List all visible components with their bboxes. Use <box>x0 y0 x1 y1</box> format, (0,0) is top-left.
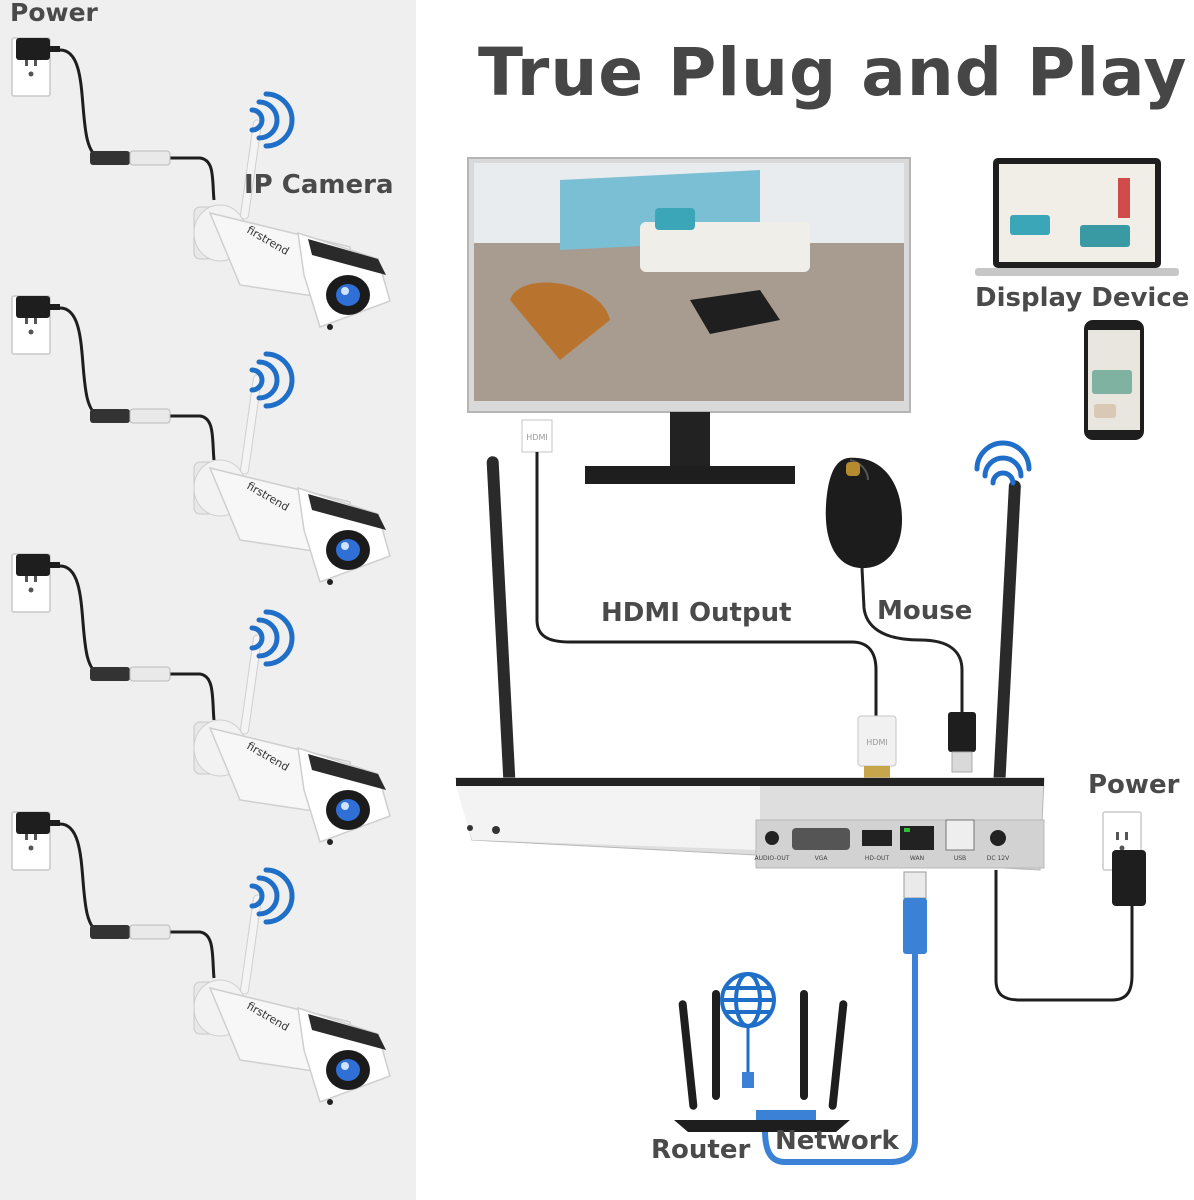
power-adapter-icon <box>16 554 60 576</box>
nvr-port-hd-out <box>862 830 892 846</box>
camera-unit-1 <box>11 37 391 331</box>
port-label: HD-OUT <box>865 855 890 862</box>
router-label: Router <box>651 1135 751 1165</box>
nvr-antenna-right <box>991 480 1021 830</box>
power-cable <box>59 822 216 979</box>
ip-camera-icon <box>193 633 391 846</box>
power-cable <box>59 306 216 461</box>
ip-camera-label: IP Camera <box>244 170 394 200</box>
display-device-label: Display Device <box>975 283 1190 313</box>
ip-camera-icon <box>193 373 391 586</box>
nvr-port-wan <box>900 826 934 850</box>
page-title: True Plug and Play <box>478 34 1188 111</box>
nvr-wifi-signal-icon <box>977 443 1029 483</box>
port-label: USB <box>954 855 966 862</box>
hdmi-cable: HDMI HDMI <box>521 419 897 780</box>
port-label: DC 12V <box>987 855 1010 862</box>
power-cable <box>59 48 216 201</box>
power-label-right: Power <box>1088 770 1180 800</box>
mouse-cable <box>860 567 964 715</box>
power-adapter-icon <box>16 812 60 834</box>
power-cable <box>994 870 1134 1002</box>
power-cable <box>59 564 216 721</box>
camera-unit-4 <box>11 811 391 1106</box>
nvr-power-supply <box>994 811 1146 1002</box>
ip-camera-icon <box>193 118 391 331</box>
nvr-recorder-icon: AUDIO-OUT VGA HD-OUT WAN USB DC 12V <box>455 456 1045 871</box>
network-label: Network <box>775 1126 899 1156</box>
router-icon <box>674 972 850 1132</box>
nvr-antenna-left <box>486 456 518 828</box>
power-adapter-icon <box>1112 850 1146 906</box>
svg-text:HDMI: HDMI <box>526 433 547 442</box>
power-label-top: Power <box>10 0 98 27</box>
nvr-port-vga <box>792 828 850 850</box>
hdmi-output-label: HDMI Output <box>601 598 792 628</box>
svg-text:HDMI: HDMI <box>866 738 887 747</box>
camera-unit-3 <box>11 553 391 846</box>
power-adapter-icon <box>16 296 60 318</box>
port-label: VGA <box>815 855 829 862</box>
power-adapter-icon <box>16 38 60 60</box>
mouse-label: Mouse <box>877 596 973 626</box>
port-label: AUDIO-OUT <box>755 855 790 862</box>
nvr-port-dc <box>990 830 1006 846</box>
nvr-port-audio-out <box>765 831 779 845</box>
laptop-icon <box>975 158 1179 276</box>
smartphone-icon <box>1084 320 1144 440</box>
nvr-port-usb <box>945 819 975 851</box>
dc-connector <box>90 151 130 165</box>
port-label: WAN <box>910 855 924 862</box>
monitor-icon <box>467 157 911 484</box>
network-cable <box>762 871 927 1165</box>
usb-plug-icon <box>948 712 976 752</box>
mouse-icon <box>825 457 976 773</box>
camera-unit-2 <box>11 295 391 586</box>
ip-camera-icon <box>193 893 391 1106</box>
globe-icon <box>720 972 776 1028</box>
